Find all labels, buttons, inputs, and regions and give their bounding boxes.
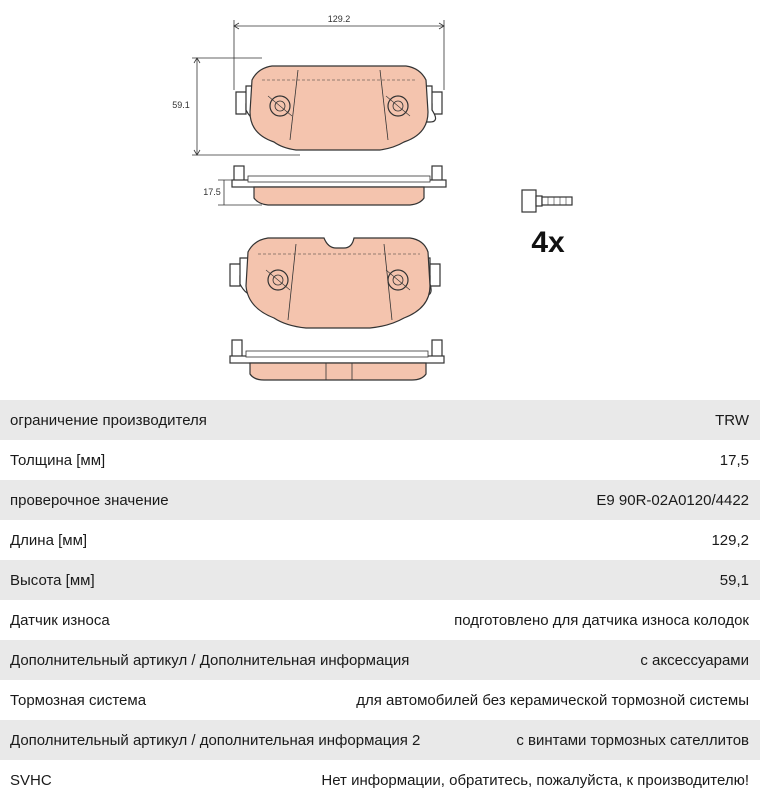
brake-pad-2-side-view: [229, 339, 445, 381]
spec-row: Дополнительный артикул / дополнительная …: [0, 720, 760, 760]
spec-row: Высота [мм] 59,1: [0, 560, 760, 600]
height-dimension: [192, 57, 300, 156]
spec-label: Длина [мм]: [10, 531, 88, 549]
brake-pad-front-view: [235, 65, 443, 151]
spec-label: Дополнительный артикул / дополнительная …: [10, 731, 421, 749]
spec-value: 129,2: [711, 531, 749, 549]
spec-value: подготовлено для датчика износа колодок: [454, 611, 749, 629]
length-dimension-label: 129.2: [328, 14, 351, 24]
spec-row: Длина [мм] 129,2: [0, 520, 760, 560]
spec-row: ограничение производителя TRW: [0, 400, 760, 440]
spec-label: Датчик износа: [10, 611, 110, 629]
bolt-icon: [521, 189, 573, 213]
spec-label: Дополнительный артикул / Дополнительная …: [10, 651, 410, 669]
spec-value: 17,5: [719, 451, 749, 469]
spec-label: ограничение производителя: [10, 411, 207, 429]
spec-label: Тормозная система: [10, 691, 147, 709]
spec-label: Высота [мм]: [10, 571, 95, 589]
spec-value: TRW: [715, 411, 749, 429]
bolt-quantity: 4x: [531, 226, 565, 259]
spec-value: для автомобилей без керамической тормозн…: [356, 691, 749, 709]
spec-label: SVHC: [10, 771, 52, 789]
spec-label: Толщина [мм]: [10, 451, 106, 469]
spec-value: с аксессуарами: [640, 651, 749, 669]
specifications-table: ограничение производителя TRW Толщина [мм]…: [0, 400, 760, 800]
product-drawing: 129.2 59.1 17.5: [172, 14, 573, 381]
spec-value: 59,1: [719, 571, 749, 589]
spec-row: Тормозная система для автомобилей без кер…: [0, 680, 760, 720]
spec-value: Нет информации, обратитесь, пожалуйста, …: [321, 771, 749, 789]
spec-value: E9 90R-02A0120/4422: [596, 491, 749, 509]
spec-row: Толщина [мм] 17,5: [0, 440, 760, 480]
spec-value: с винтами тормозных сателлитов: [516, 731, 749, 749]
brake-pad-2-front-view: [229, 237, 441, 329]
length-dimension: [233, 20, 445, 90]
brake-pad-side-view: [231, 165, 447, 206]
spec-row: SVHC Нет информации, обратитесь, пожалуйс…: [0, 760, 760, 800]
spec-label: проверочное значение: [10, 491, 169, 509]
spec-row: проверочное значение E9 90R-02A0120/4422: [0, 480, 760, 520]
height-dimension-label: 59.1: [172, 100, 190, 110]
spec-row: Дополнительный артикул / Дополнительная …: [0, 640, 760, 680]
spec-row: Датчик износа подготовлено для датчика из…: [0, 600, 760, 640]
thickness-dimension-label: 17.5: [203, 187, 221, 197]
